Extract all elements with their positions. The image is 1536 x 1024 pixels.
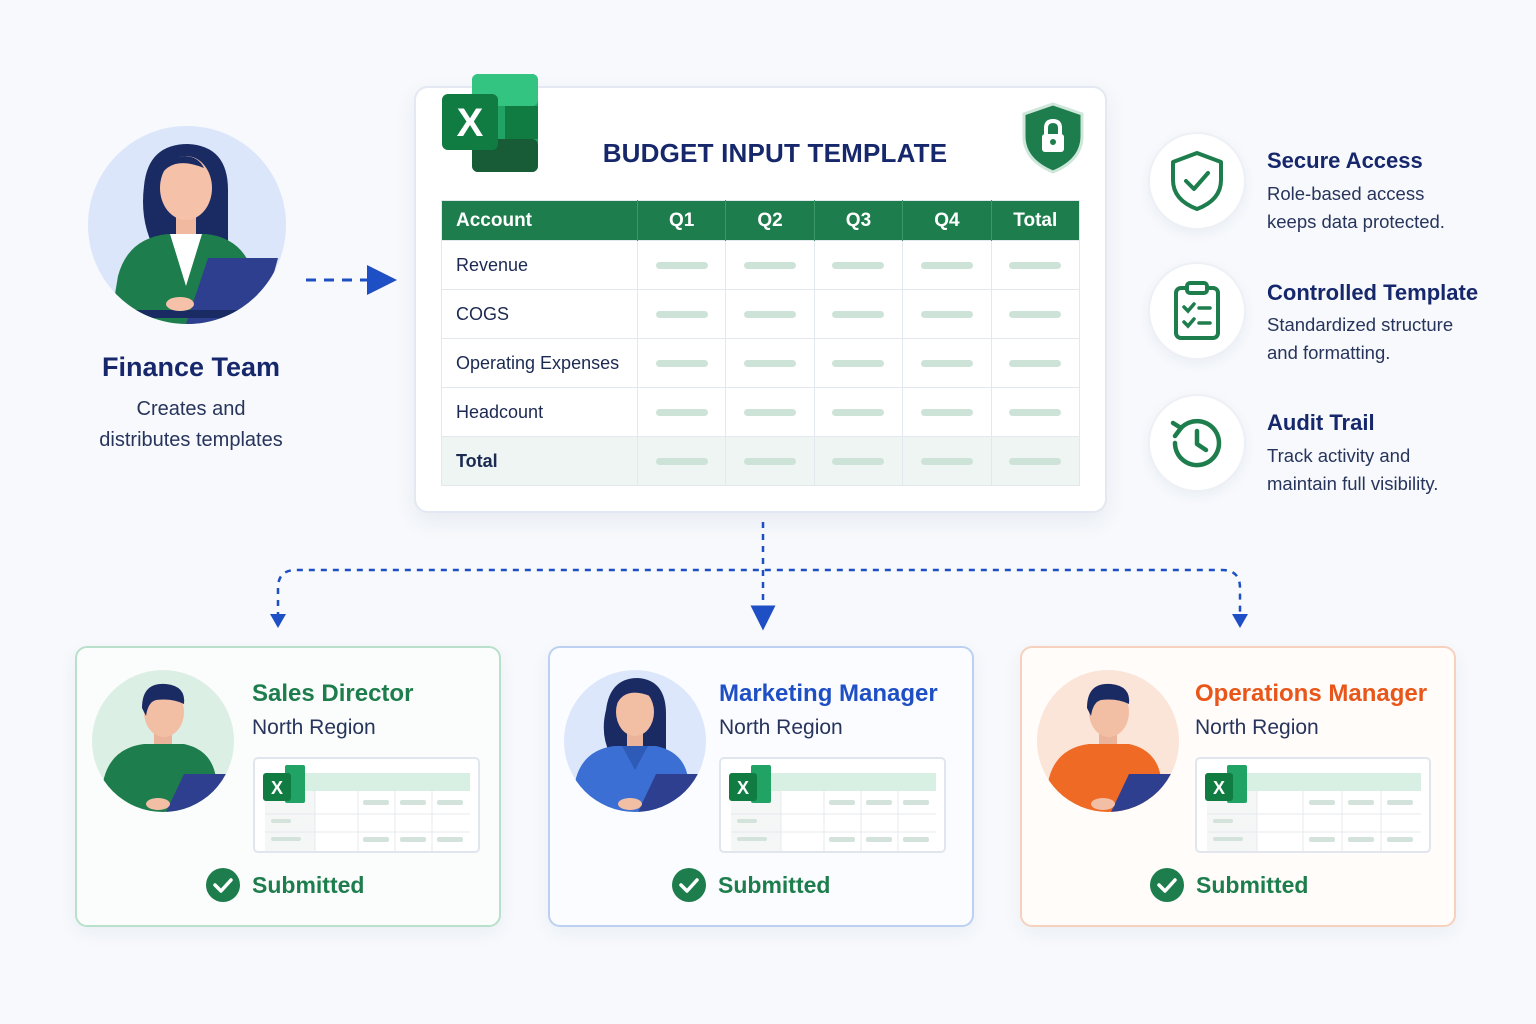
input-cell[interactable] <box>725 240 815 290</box>
excel-logo-icon: X <box>442 74 538 172</box>
total-cell <box>814 436 904 486</box>
row-label-operating-expenses: Operating Expenses <box>441 338 638 388</box>
input-cell[interactable] <box>814 289 904 339</box>
check-circle-icon <box>206 868 240 902</box>
spreadsheet-preview-icon: X <box>1205 765 1421 851</box>
role-title-marketing-manager: Marketing Manager <box>719 680 938 707</box>
column-header-q2[interactable]: Q2 <box>725 200 815 241</box>
input-cell[interactable] <box>637 289 727 339</box>
spreadsheet-preview-icon: X <box>729 765 936 851</box>
woman-with-laptop-icon <box>110 144 286 324</box>
total-cell <box>725 436 815 486</box>
total-cell <box>637 436 727 486</box>
mini-spreadsheet[interactable]: X <box>253 757 480 853</box>
input-cell[interactable] <box>902 240 992 290</box>
finance-team-description: Creates and distributes templates <box>99 398 283 451</box>
row-label-total: Total <box>441 436 638 486</box>
input-cell[interactable] <box>991 289 1080 339</box>
feature-desc-audit-trail: Track activity and maintain full visibil… <box>1267 445 1439 494</box>
input-cell[interactable] <box>902 289 992 339</box>
status-submitted: Submitted <box>206 868 364 902</box>
svg-text:X: X <box>271 778 283 798</box>
finance-team-avatar <box>88 126 286 324</box>
input-cell[interactable] <box>814 240 904 290</box>
feature-title-secure-access: Secure Access <box>1267 148 1423 173</box>
input-cell[interactable] <box>637 338 727 388</box>
budget-table[interactable]: Account Q1 Q2 Q3 Q4 Total Revenue COGS O… <box>441 200 1080 486</box>
check-circle-icon <box>1150 868 1184 902</box>
man-with-laptop-icon <box>98 683 234 812</box>
history-clock-icon <box>1148 394 1246 492</box>
column-header-q1[interactable]: Q1 <box>637 200 727 241</box>
column-header-total[interactable]: Total <box>991 200 1080 241</box>
feature-desc-secure-access: Role-based access keeps data protected. <box>1267 183 1445 232</box>
mini-spreadsheet[interactable]: X <box>1195 757 1431 853</box>
feature-desc-controlled-template: Standardized structure and formatting. <box>1267 314 1454 363</box>
clipboard-checklist-icon <box>1148 262 1246 360</box>
column-header-q4[interactable]: Q4 <box>902 200 992 241</box>
role-title-operations-manager: Operations Manager <box>1195 680 1428 707</box>
table-header-row: Account Q1 Q2 Q3 Q4 Total <box>441 200 1080 241</box>
woman-with-laptop-icon <box>570 678 706 812</box>
svg-text:X: X <box>737 778 749 798</box>
shield-lock-icon <box>1022 102 1084 174</box>
svg-text:X: X <box>457 101 484 145</box>
input-cell[interactable] <box>991 387 1080 437</box>
distribution-connector <box>276 568 1242 618</box>
table-row: Revenue <box>441 240 1080 290</box>
input-cell[interactable] <box>902 338 992 388</box>
row-label-revenue: Revenue <box>441 240 638 290</box>
status-text: Submitted <box>252 871 365 898</box>
marketing-manager-avatar <box>564 670 706 812</box>
status-text: Submitted <box>1196 871 1309 898</box>
mini-spreadsheet[interactable]: X <box>719 757 946 853</box>
spreadsheet-preview-icon: X <box>263 765 470 851</box>
man-with-laptop-icon <box>1043 683 1179 812</box>
table-row: COGS <box>441 289 1080 339</box>
template-title: BUDGET INPUT TEMPLATE <box>602 138 948 168</box>
role-title-sales-director: Sales Director <box>252 680 414 707</box>
column-header-q3[interactable]: Q3 <box>814 200 904 241</box>
total-cell <box>902 436 992 486</box>
operations-manager-avatar <box>1037 670 1179 812</box>
input-cell[interactable] <box>991 240 1080 290</box>
check-circle-icon <box>672 868 706 902</box>
input-cell[interactable] <box>814 338 904 388</box>
status-submitted: Submitted <box>1150 868 1308 902</box>
table-row: Headcount <box>441 387 1080 437</box>
input-cell[interactable] <box>637 240 727 290</box>
feature-title-controlled-template: Controlled Template <box>1267 280 1479 305</box>
input-cell[interactable] <box>902 387 992 437</box>
role-region: North Region <box>719 716 843 739</box>
input-cell[interactable] <box>725 289 815 339</box>
finance-team-title: Finance Team <box>101 352 281 382</box>
row-label-cogs: COGS <box>441 289 638 339</box>
feature-title-audit-trail: Audit Trail <box>1267 410 1375 435</box>
column-header-account[interactable]: Account <box>441 200 638 241</box>
sales-director-avatar <box>92 670 234 812</box>
input-cell[interactable] <box>725 387 815 437</box>
table-row: Operating Expenses <box>441 338 1080 388</box>
secure-access-icon <box>1148 132 1246 230</box>
input-cell[interactable] <box>725 338 815 388</box>
input-cell[interactable] <box>814 387 904 437</box>
table-total-row: Total <box>441 436 1080 486</box>
row-label-headcount: Headcount <box>441 387 638 437</box>
role-region: North Region <box>252 716 376 739</box>
total-cell <box>991 436 1080 486</box>
role-region: North Region <box>1195 716 1319 739</box>
status-text: Submitted <box>718 871 831 898</box>
svg-text:X: X <box>1213 778 1225 798</box>
status-submitted: Submitted <box>672 868 830 902</box>
input-cell[interactable] <box>637 387 727 437</box>
input-cell[interactable] <box>991 338 1080 388</box>
